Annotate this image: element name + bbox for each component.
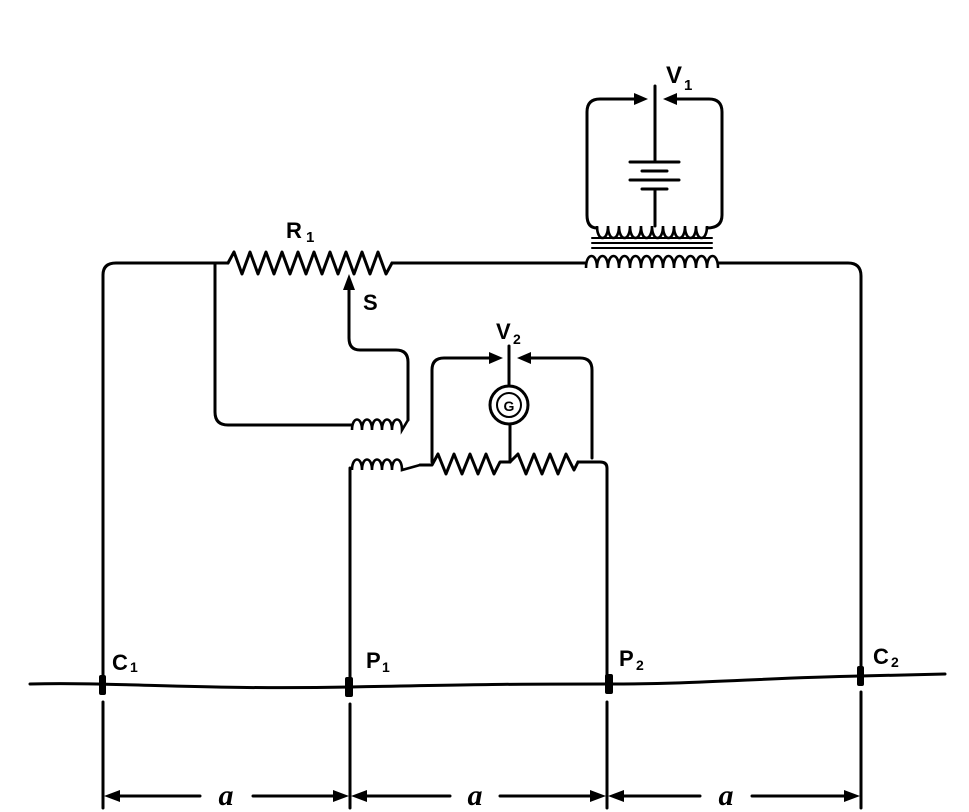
v1-arrow-left: [634, 93, 648, 105]
label-p1-sub: 1: [382, 659, 390, 675]
v2-arrow-right: [517, 352, 531, 364]
v1-loop-right: [670, 97, 724, 230]
electrode-p1: [345, 677, 353, 697]
label-v1: V: [666, 62, 682, 89]
label-v1-sub: 1: [684, 77, 692, 94]
label-c2: C: [873, 644, 889, 669]
spacing-label-3: a: [719, 779, 734, 812]
v2-bracket-left: [430, 356, 496, 464]
label-r1: R: [286, 218, 302, 243]
v1-arrow-right: [663, 93, 677, 105]
v1-loop-left: [585, 97, 642, 230]
spacing-label-2: a: [468, 779, 483, 812]
electrodes: [99, 666, 864, 697]
label-c1-sub: 1: [130, 659, 138, 675]
label-c1: C: [112, 650, 128, 675]
galvanometer-inner: [496, 392, 522, 418]
label-v2-sub: 2: [513, 331, 521, 347]
galvanometer-label: G: [504, 398, 515, 414]
battery-icon: [628, 160, 681, 191]
wire-transformer-to-c2: [716, 261, 863, 672]
slider-s-arrow: [343, 274, 355, 290]
slider-s-wire: [347, 281, 410, 422]
dimension-lines: [101, 690, 863, 810]
spacing-label-1: a: [219, 779, 234, 812]
label-v2: V: [496, 319, 511, 344]
resistor-r1: [226, 250, 394, 276]
wire-r1-branch: [213, 261, 354, 427]
dimension-segment-3: a: [608, 779, 860, 812]
dimension-segment-1: a: [104, 779, 349, 812]
coil-upper-small: [350, 418, 410, 435]
electrode-c1: [99, 675, 106, 695]
ground-line: [28, 672, 947, 690]
transformer-core: [591, 237, 713, 249]
label-p2-sub: 2: [636, 657, 644, 673]
dimension-segment-2: a: [351, 779, 606, 812]
potentiometer-left: [418, 452, 512, 476]
transformer-primary-coil: [584, 254, 720, 269]
electrode-c2: [857, 666, 864, 686]
v2-bracket-right: [524, 356, 594, 460]
label-r1-sub: 1: [306, 229, 314, 246]
label-p1: P: [366, 648, 381, 673]
transformer-secondary-coil: [595, 225, 709, 240]
label-c2-sub: 2: [891, 654, 899, 670]
potentiometer-right: [508, 452, 580, 476]
wire-c1-left: [101, 261, 230, 680]
label-s: S: [363, 290, 378, 315]
wire-p2: [576, 460, 609, 680]
v2-arrow-left: [489, 352, 503, 364]
label-p2: P: [619, 646, 634, 671]
coil-lower-small: [350, 458, 421, 472]
